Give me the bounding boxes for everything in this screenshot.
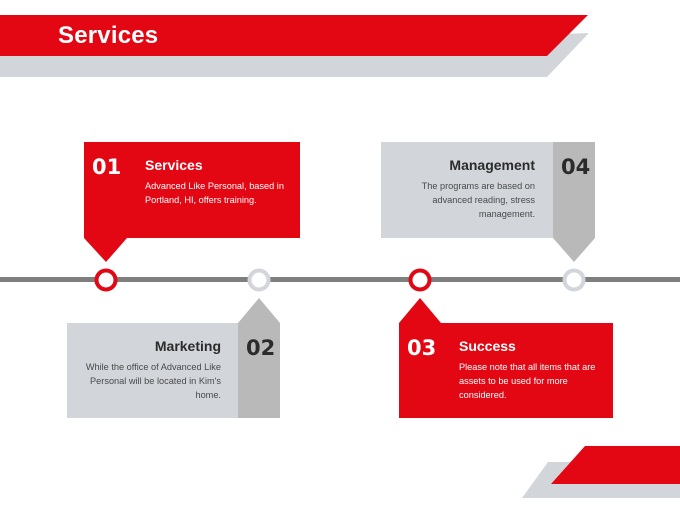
card-02-panel [67,323,238,418]
card-01-text: Advanced Like Personal, based in Portlan… [145,181,284,205]
card-01-number: 01 [92,155,122,179]
header-red-band [0,15,588,56]
card-04-number: 04 [561,155,591,179]
timeline-marker-04 [562,268,586,292]
timeline-marker-01 [94,268,118,292]
timeline-marker-02 [247,268,271,292]
page-title: Services [58,22,159,49]
card-03-tab [399,298,441,418]
card-04-panel [381,142,553,238]
card-02-tab [238,298,280,418]
card-01-tab [84,142,127,262]
card-02-number: 02 [246,336,276,360]
card-04-text: The programs are based on advanced readi… [421,181,535,219]
card-01-title: Services [145,157,203,173]
card-03-number: 03 [407,336,437,360]
card-04-title: Management [449,157,535,173]
card-03-panel [441,323,613,418]
card-03-text: Please note that all items that are asse… [459,362,596,400]
footer-red-band [551,446,680,484]
card-04-tab [553,142,595,262]
timeline-line [0,277,680,282]
card-02-text: While the office of Advanced Like Person… [85,362,221,400]
timeline-marker-03 [408,268,432,292]
card-03-title: Success [459,338,516,354]
card-02-title: Marketing [154,338,221,354]
card-01-panel [127,142,300,238]
